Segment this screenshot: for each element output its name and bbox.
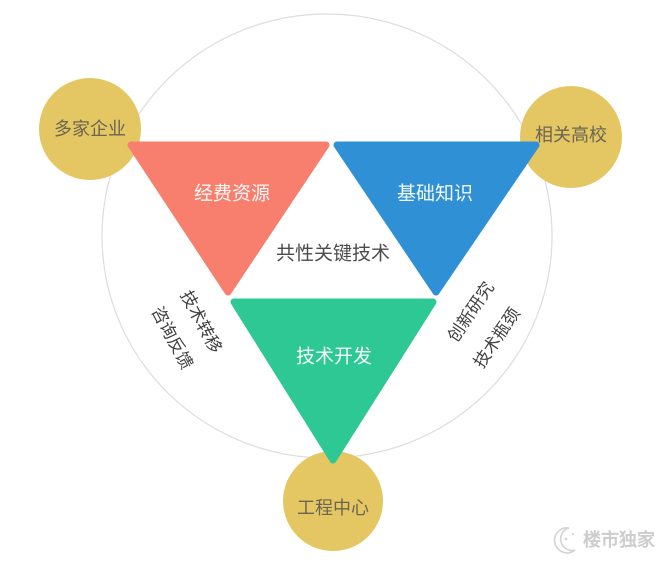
triangle-tech-development: [230, 298, 437, 464]
label-basic-knowledge: 基础知识: [397, 183, 473, 205]
label-universities: 相关高校: [535, 125, 607, 145]
label-enterprises: 多家企业: [54, 119, 126, 139]
label-center-key-tech: 共性关键技术: [276, 243, 390, 265]
watermark: 楼市独家: [553, 527, 656, 554]
watermark-text: 楼市独家: [583, 529, 656, 550]
circle-universities: [520, 86, 622, 188]
circle-enterprises: [39, 78, 141, 180]
triangle-funding-resources: [127, 141, 330, 296]
label-engineering-center: 工程中心: [297, 498, 369, 518]
triangle-basic-knowledge: [333, 141, 540, 296]
moon-face-icon: [553, 527, 576, 554]
label-tech-development: 技术开发: [296, 346, 372, 368]
circle-engineering-center: [283, 451, 383, 551]
label-funding-resources: 经费资源: [194, 183, 270, 205]
